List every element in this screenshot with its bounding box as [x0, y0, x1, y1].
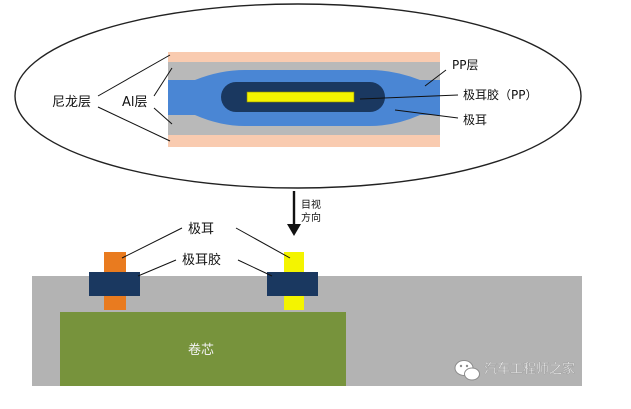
tab-glue-right — [267, 272, 318, 296]
tab-glue-left — [89, 272, 140, 296]
label-core: 卷芯 — [188, 342, 214, 358]
label-tab-glue-pp: 极耳胶（PP） — [463, 87, 537, 102]
view-direction-arrowhead — [287, 224, 301, 236]
label-tab-bottom: 极耳 — [188, 222, 214, 237]
ellipse-leader-lines — [97, 54, 459, 142]
label-view-direction-1: 目视 — [301, 198, 321, 211]
lower-leader-lines — [121, 227, 291, 277]
tab-metal — [246, 91, 355, 103]
wechat-icon — [454, 360, 480, 381]
watermark-text: 汽车工程师之家 — [484, 361, 575, 377]
label-pp-layer: PP层 — [452, 58, 478, 72]
watermark: 汽车工程师之家 — [454, 360, 575, 381]
label-tab-top: 极耳 — [463, 113, 487, 127]
label-nylon-layer: 尼龙层 — [52, 95, 91, 110]
nylon-layer-top — [168, 52, 440, 62]
nylon-layer-bottom — [168, 135, 440, 147]
jelly-roll-core — [60, 312, 346, 386]
label-tab-glue: 极耳胶 — [182, 252, 221, 268]
label-al-layer: Al层 — [122, 95, 148, 110]
label-view-direction-2: 方向 — [301, 211, 321, 224]
